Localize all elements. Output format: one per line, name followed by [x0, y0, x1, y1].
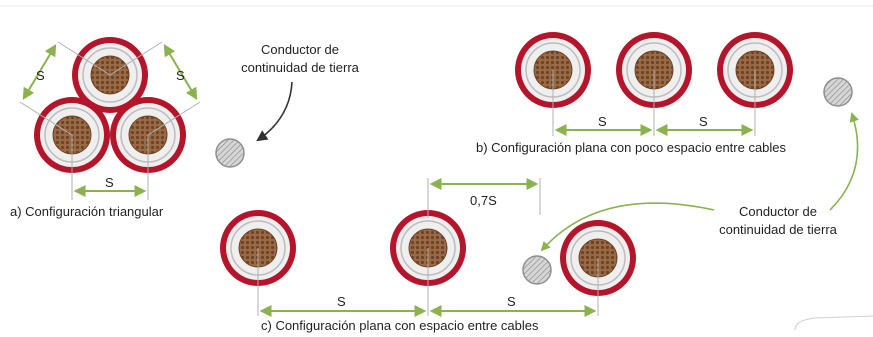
ground-label-bc-line1: Conductor de — [739, 204, 817, 219]
dimension-label-a-right: S — [176, 68, 185, 83]
dimension-arrow-a-left — [22, 43, 57, 101]
ground-label-a-line1: Conductor de — [261, 42, 339, 57]
ground-conductor-group-a: Conductor de continuidad de tierra — [215, 42, 360, 168]
corner-artifact — [794, 315, 873, 331]
dimension-label-c-2: S — [507, 294, 516, 309]
triangular-configuration: S S S a) Configuración triangular — [10, 37, 201, 219]
dimension-label-c-07s: 0,7S — [470, 193, 497, 208]
ground-label-a-line2: continuidad de tierra — [241, 60, 360, 75]
dimension-label-b-2: S — [699, 114, 708, 129]
flat-close-configuration: S S b) Configuración plana con poco espa… — [476, 32, 793, 155]
ground-pointer-arrow-b — [829, 112, 859, 211]
ground-conductor-a — [215, 138, 245, 168]
flat-spaced-configuration: 0,7S S S c) Configuración plana con espa… — [220, 178, 636, 333]
caption-flat-spaced: c) Configuración plana con espacio entre… — [261, 318, 539, 333]
ground-pointer-arrow-c — [540, 202, 715, 252]
caption-triangular: a) Configuración triangular — [10, 204, 164, 219]
dimension-label-c-1: S — [337, 294, 346, 309]
ground-pointer-arrow-a — [256, 81, 293, 142]
ground-conductor-b — [823, 77, 853, 107]
dimension-label-a-bottom: S — [105, 175, 114, 190]
dimension-arrow-a-right — [163, 43, 198, 101]
ground-label-bc-line2: continuidad de tierra — [719, 222, 838, 237]
dimension-label-a-left: S — [36, 68, 45, 83]
caption-flat-close: b) Configuración plana con poco espacio … — [476, 140, 787, 155]
ground-conductor-c — [522, 255, 552, 285]
dimension-label-b-1: S — [598, 114, 607, 129]
ground-conductor-group-bc: Conductor de continuidad de tierra — [540, 112, 859, 252]
